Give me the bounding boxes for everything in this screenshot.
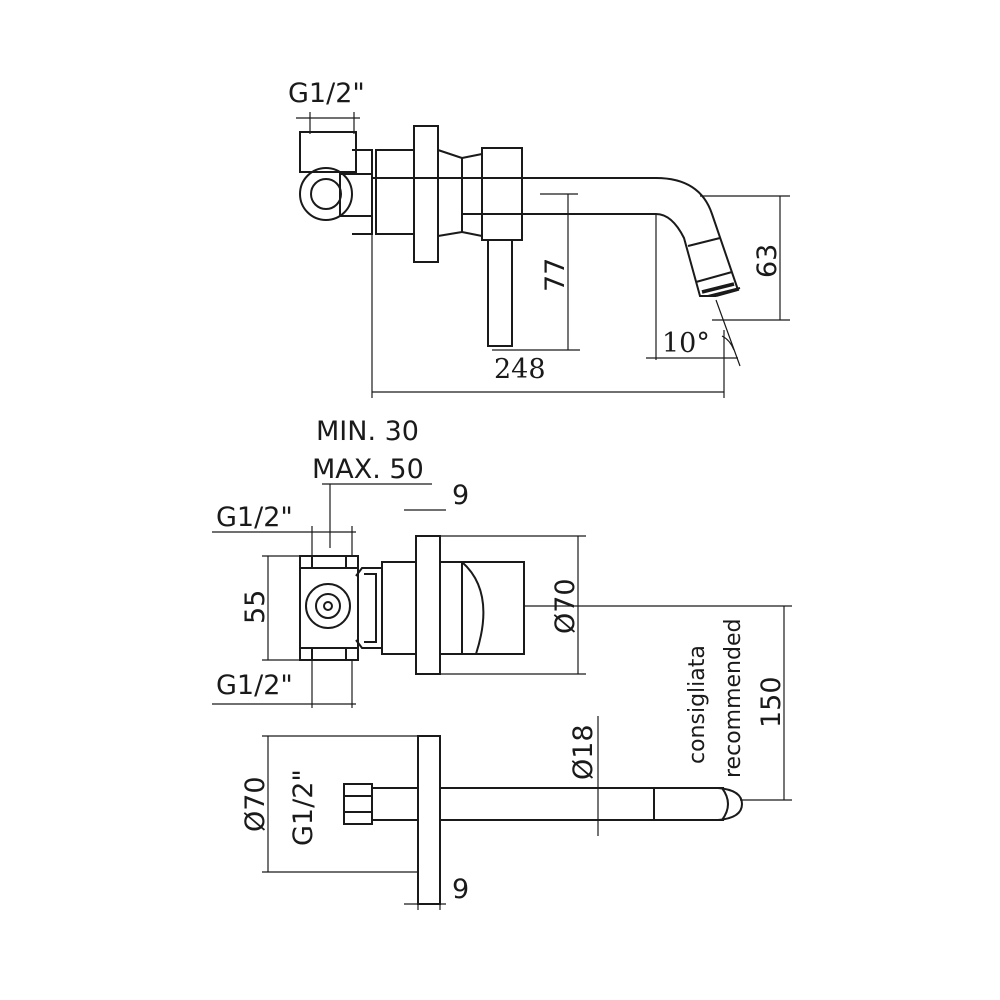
outlet-ring-outer bbox=[305, 583, 351, 629]
valve-body bbox=[375, 149, 417, 235]
thread-top-label: G1/2" bbox=[216, 502, 293, 533]
dim-9-top: 9 bbox=[452, 480, 469, 511]
wall-plate-top bbox=[415, 535, 441, 675]
lever-handle bbox=[487, 239, 513, 347]
dim-angle: 10° bbox=[662, 328, 710, 359]
spout-connector bbox=[343, 783, 373, 825]
top-view: MIN. 30 MAX. 50 9 G1/2" 55 bbox=[212, 416, 792, 801]
spout-inner-curve bbox=[655, 213, 716, 297]
side-view: G1/2" 77 63 bbox=[288, 78, 790, 398]
inlet-inner-ring bbox=[310, 178, 342, 210]
dim-dia18: Ø18 bbox=[568, 724, 599, 780]
note-english: recommended bbox=[721, 619, 746, 778]
outlet-ring-inner bbox=[315, 593, 341, 619]
spout-outer-curve bbox=[655, 177, 740, 297]
note-italian: consigliata bbox=[685, 645, 710, 764]
side-thread-label: G1/2" bbox=[288, 78, 365, 109]
dim-150: 150 bbox=[756, 676, 787, 728]
inlet-outer-ring bbox=[299, 167, 353, 221]
spout-thread-label: G1/2" bbox=[288, 769, 319, 846]
wall-plate bbox=[413, 125, 439, 263]
wall-depth-min: MIN. 30 bbox=[316, 416, 419, 447]
wall-depth-max: MAX. 50 bbox=[312, 454, 424, 485]
inlet-fitting bbox=[299, 131, 357, 173]
dim-248: 248 bbox=[494, 354, 546, 385]
valve-body-top bbox=[299, 555, 359, 661]
dim-9-spout: 9 bbox=[452, 874, 469, 905]
wall-plate-spout bbox=[417, 735, 441, 905]
dim-77: 77 bbox=[540, 258, 571, 292]
dim-dia70-spout: Ø70 bbox=[240, 776, 271, 832]
lever-housing bbox=[481, 147, 523, 241]
dim-55: 55 bbox=[240, 590, 271, 624]
dim-63: 63 bbox=[752, 244, 783, 278]
spout-view: Ø70 G1/2" Ø18 9 bbox=[240, 716, 744, 910]
lever-top bbox=[461, 561, 485, 655]
spout-tip bbox=[717, 787, 744, 821]
thread-bottom-label: G1/2" bbox=[216, 670, 293, 701]
